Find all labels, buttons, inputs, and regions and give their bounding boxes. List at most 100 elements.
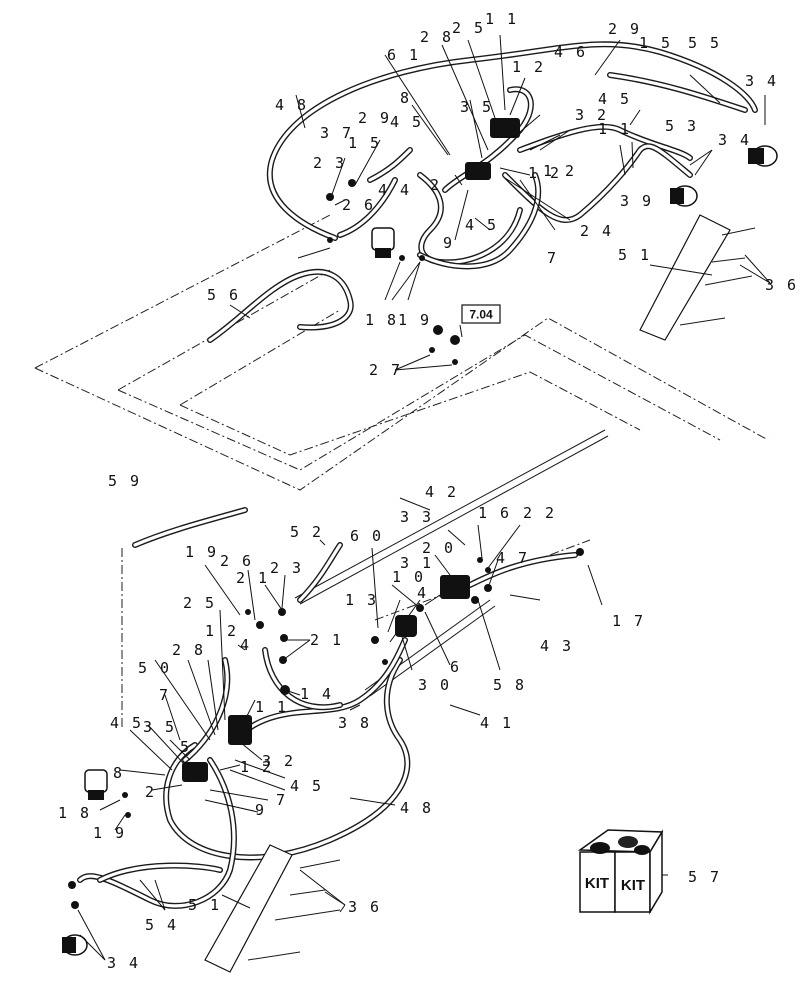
- callout: 4 5: [290, 777, 323, 795]
- callout: 2: [145, 783, 156, 801]
- callout: 3 6: [348, 898, 381, 916]
- callout-labels: 4 8 6 1 2 8 2 5 1 1 2 9 1 5 5 5 1 2 4 6 …: [58, 10, 796, 972]
- lower-hose-assembly: [77, 429, 609, 909]
- callout: 1 2: [205, 622, 238, 640]
- callout: 5 3: [665, 117, 698, 135]
- callout: 4 6: [554, 43, 587, 61]
- callout: 9: [443, 234, 454, 252]
- callout: 7: [159, 686, 170, 704]
- callout: 6 0: [350, 527, 383, 545]
- callout: 1 9: [185, 543, 218, 561]
- callout: 1 5: [639, 34, 672, 52]
- callout: 5 1: [188, 896, 221, 914]
- callout: 2 8: [172, 641, 205, 659]
- filter-upper: [371, 227, 395, 258]
- upper-hose-assembly: [207, 41, 758, 343]
- callout: 3 4: [718, 131, 751, 149]
- callout: 1 2: [528, 164, 561, 182]
- callout: 3 5: [143, 718, 176, 736]
- callout: 2 5: [452, 19, 485, 37]
- callout: 2 1: [310, 631, 343, 649]
- callout: 3 4: [107, 954, 140, 972]
- callout: 2: [430, 176, 441, 194]
- callout: 1 9: [93, 824, 126, 842]
- callout: 1 8: [58, 804, 91, 822]
- small-fittings: [68, 179, 584, 909]
- callout: 3 9: [620, 192, 653, 210]
- callout: 2 6: [342, 196, 375, 214]
- callout: 3 2: [575, 106, 608, 124]
- callout: 5 0: [138, 659, 171, 677]
- callout: 1 9: [398, 311, 431, 329]
- decal-bundle-lines: [247, 227, 756, 961]
- callout: 3 7: [320, 124, 353, 142]
- callout: 2 4: [580, 222, 613, 240]
- callout: 8: [400, 89, 411, 107]
- callout: 4: [417, 584, 428, 602]
- components: [62, 118, 778, 973]
- coupler-upper-b: [670, 185, 698, 207]
- callout: 4 7: [496, 549, 529, 567]
- callout: 3 4: [745, 72, 778, 90]
- kit-label-left: KIT: [585, 875, 609, 892]
- coupler-upper-a: [748, 145, 778, 167]
- callout: 8: [113, 764, 124, 782]
- callout: 4 8: [275, 96, 308, 114]
- callout: 1 3: [345, 591, 378, 609]
- callout: 1 2: [512, 58, 545, 76]
- callout: 4 5: [110, 714, 143, 732]
- callout: 2 6: [220, 552, 253, 570]
- callout: 3 1: [400, 554, 433, 572]
- callout: 1 1: [255, 698, 288, 716]
- callout: 3 8: [338, 714, 371, 732]
- kit-label-right: KIT: [621, 877, 645, 894]
- callout: 4 1: [480, 714, 513, 732]
- callout: 9: [255, 801, 266, 819]
- callout: 2 3: [313, 154, 346, 172]
- callout: 5 1: [618, 246, 651, 264]
- filter-lower: [84, 769, 108, 800]
- callout: 2 1: [236, 569, 269, 587]
- callout: 2 9: [358, 109, 391, 127]
- callout: 4 5: [598, 90, 631, 108]
- callout: 2 3: [270, 559, 303, 577]
- callout: 7: [547, 249, 558, 267]
- callout: 5 4: [145, 916, 178, 934]
- callout: 2 7: [369, 361, 402, 379]
- callout: 1 1: [598, 120, 631, 138]
- callout: 4 3: [540, 637, 573, 655]
- callout: 1 8: [365, 311, 398, 329]
- callout: 5 7: [688, 868, 721, 886]
- callout: 2 0: [422, 539, 455, 557]
- callout: 2 2: [523, 504, 556, 522]
- decal-strip-lower: [204, 844, 293, 973]
- callout: 4: [240, 636, 251, 654]
- coupler-lower: [62, 934, 88, 956]
- callout: 4 2: [425, 483, 458, 501]
- callout: 5: [180, 738, 191, 756]
- callout: 3 2: [262, 752, 295, 770]
- callout: 4 5: [465, 216, 498, 234]
- callout: 3 5: [460, 98, 493, 116]
- reference-box-label: 7.04: [469, 308, 493, 322]
- callout: 2 5: [183, 594, 216, 612]
- callout: 1 7: [612, 612, 645, 630]
- callout: 1 1: [485, 10, 518, 28]
- callout: 1 2: [240, 758, 273, 776]
- decal-strip-upper: [639, 214, 731, 341]
- callout: 6: [450, 658, 461, 676]
- leader-lines: [77, 34, 771, 961]
- callout: 5 8: [493, 676, 526, 694]
- callout: 1 0: [392, 568, 425, 586]
- reference-box-7-04[interactable]: 7.04: [461, 304, 501, 324]
- callout: 4 8: [400, 799, 433, 817]
- callout: 3 3: [400, 508, 433, 526]
- callout: 7: [276, 791, 287, 809]
- callout: 1 2: [543, 162, 576, 180]
- callout: 5 2: [290, 523, 323, 541]
- callout: 1 5: [348, 134, 381, 152]
- callout: 2 9: [608, 20, 641, 38]
- callout: 4 5: [390, 113, 423, 131]
- callout: 5 5: [688, 34, 721, 52]
